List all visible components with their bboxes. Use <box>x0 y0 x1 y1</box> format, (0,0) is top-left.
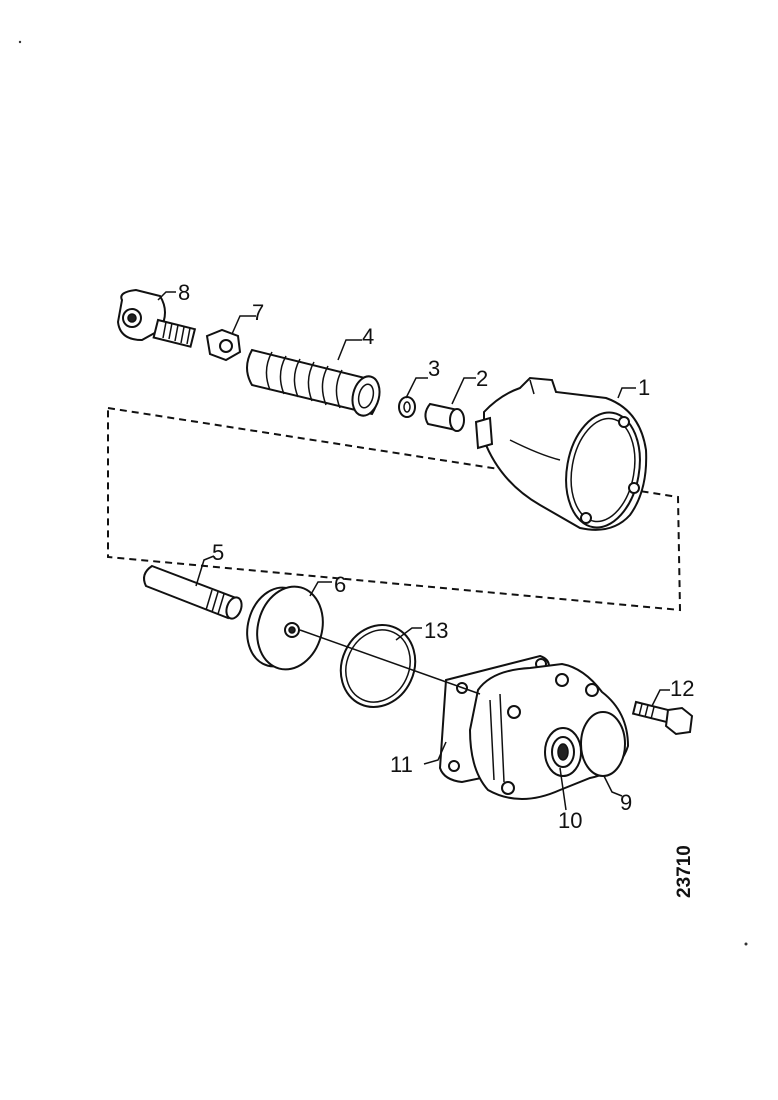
part-9-valve-body <box>468 662 630 800</box>
leader-10 <box>559 767 567 811</box>
callout-10: 10 <box>558 808 582 833</box>
leader-7 <box>231 315 256 335</box>
leader-13 <box>395 627 422 641</box>
scan-speck <box>18 40 22 44</box>
part-1-cylinder-housing <box>474 376 648 531</box>
drawing-reference-number: 23710 <box>674 845 695 898</box>
callout-8: 8 <box>178 280 190 305</box>
callout-11: 11 <box>390 752 413 777</box>
leader-2 <box>451 377 476 405</box>
callout-2: 2 <box>476 366 488 391</box>
leader-8 <box>157 291 176 301</box>
part-10-seal <box>551 736 575 768</box>
callout-6: 6 <box>334 572 346 597</box>
part-5-push-rod <box>143 564 243 620</box>
part-13-o-ring <box>339 624 417 708</box>
part-3-washer <box>398 396 416 418</box>
leader-1 <box>617 387 636 399</box>
part-12-bolt <box>631 700 694 736</box>
scan-speck <box>744 942 748 946</box>
leader-12 <box>651 689 670 707</box>
callout-7: 7 <box>252 300 264 325</box>
part-7-nut <box>205 328 242 362</box>
part-8-rod-end <box>116 288 197 348</box>
callout-3: 3 <box>428 356 440 381</box>
callout-9: 9 <box>620 790 632 815</box>
callout-13: 13 <box>424 618 448 643</box>
leader-6 <box>309 581 332 597</box>
leader-5 <box>195 555 215 587</box>
part-4-piston <box>246 348 381 417</box>
part-6-diaphragm <box>246 585 324 671</box>
callout-5: 5 <box>212 540 224 565</box>
callout-4: 4 <box>362 324 374 349</box>
leader-4 <box>337 339 362 361</box>
leader-3 <box>405 377 428 399</box>
leader-11 <box>423 741 447 765</box>
axis-line <box>299 629 481 695</box>
callout-1: 1 <box>638 375 650 400</box>
callout-12: 12 <box>670 676 694 701</box>
assembly-dashed-line <box>107 406 682 612</box>
part-2-bushing <box>424 402 465 432</box>
leader-9 <box>603 775 623 797</box>
